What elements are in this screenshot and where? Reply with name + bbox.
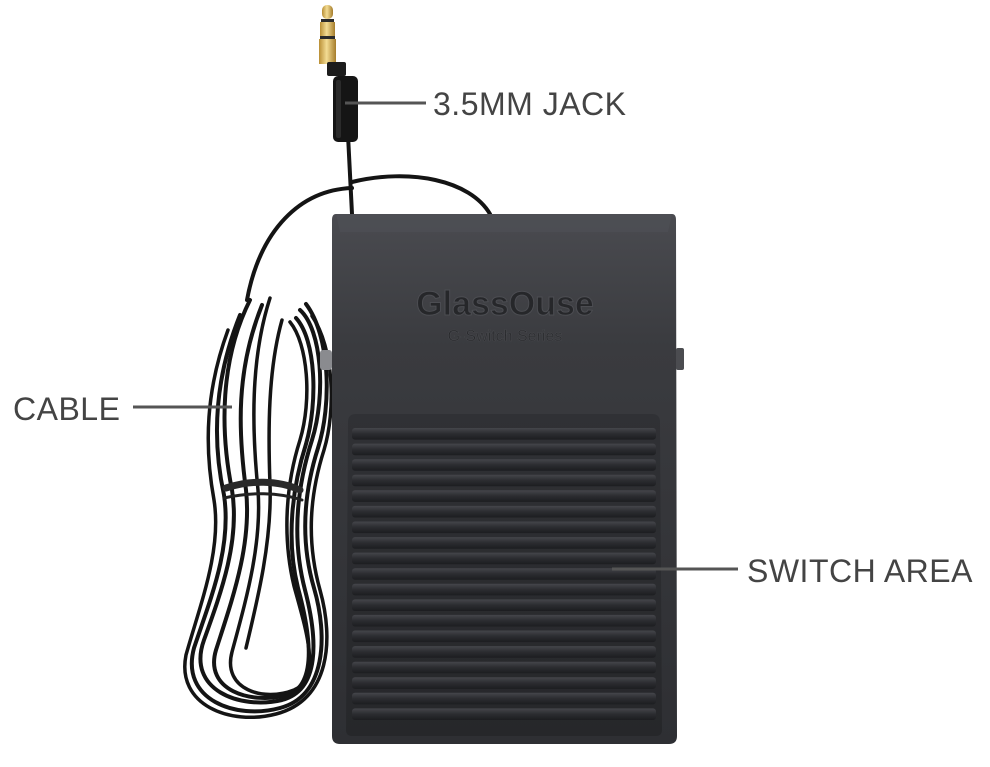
pedal-rib (352, 490, 656, 502)
pedal-rib (352, 692, 656, 705)
pedal-rib (352, 583, 656, 596)
pedal-rib (352, 505, 656, 518)
pedal-rib (352, 599, 656, 611)
brand-logo: GlassOuse (416, 285, 594, 323)
cable-top-arc (350, 174, 492, 216)
pedal-rib (352, 646, 656, 658)
leader-lines (133, 101, 738, 571)
callout-cable: CABLE (13, 391, 121, 427)
pedal-rib (352, 428, 656, 440)
pedal-ribs (352, 428, 656, 720)
pedal-rib (352, 474, 656, 487)
series-label: G-Switch Series (448, 328, 563, 345)
pedal-rib (352, 708, 656, 720)
switch-area-pedal (346, 414, 662, 736)
cable-upper-loop (245, 186, 354, 302)
pedal-rib (352, 661, 656, 674)
pedal-rib (352, 677, 656, 689)
pedal-rib (352, 614, 656, 627)
pedal-rib (352, 568, 656, 580)
callout-switch-area: SWITCH AREA (747, 553, 973, 589)
pedal-rib (352, 521, 656, 534)
audio-jack-connector (319, 5, 358, 142)
pedal-rib (352, 443, 656, 456)
cable (183, 133, 492, 719)
cable-lead (346, 133, 354, 216)
pedal-rib (352, 630, 656, 643)
pedal-rib (352, 459, 656, 471)
callout-3-5mm-jack: 3.5MM JACK (433, 86, 627, 122)
pedal-rib (352, 552, 656, 565)
pedal-rib (352, 537, 656, 549)
cable-tie (222, 478, 304, 494)
